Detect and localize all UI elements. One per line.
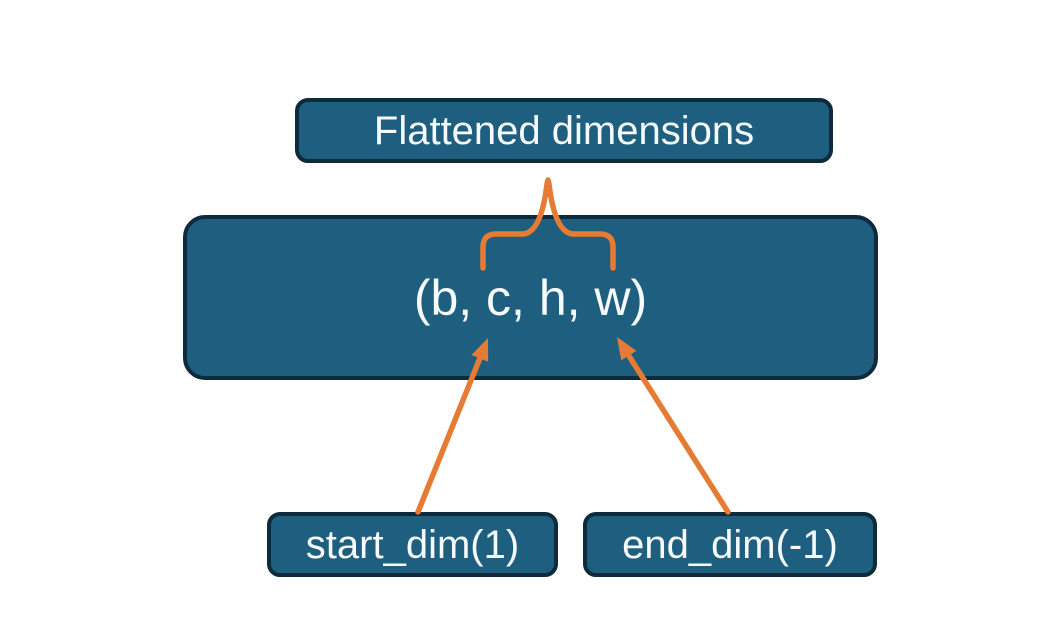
start-dim-box: start_dim(1): [267, 512, 558, 577]
tensor-shape-label: (b, c, h, w): [413, 269, 648, 326]
end-dim-box: end_dim(-1): [583, 512, 877, 577]
flattened-dimensions-box: Flattened dimensions: [295, 98, 833, 163]
tensor-shape-box: (b, c, h, w): [183, 215, 878, 380]
flattened-dimensions-label: Flattened dimensions: [373, 108, 755, 153]
end-dim-label: end_dim(-1): [622, 522, 838, 567]
start-dim-label: start_dim(1): [305, 522, 520, 567]
